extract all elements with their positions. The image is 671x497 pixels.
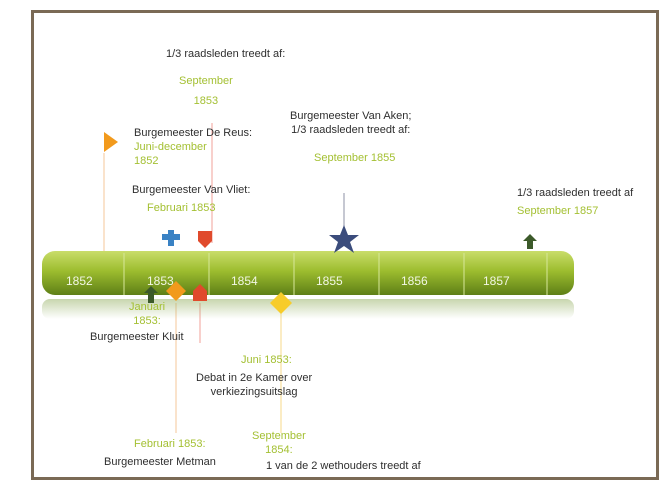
- orange-diamond-icon: [166, 281, 186, 301]
- navy-star-icon: [329, 225, 359, 253]
- event-title: Burgemeester Metman: [104, 456, 216, 468]
- event-title: Debat in 2e Kamer over verkiezingsuitsla…: [196, 372, 313, 398]
- event-title: 1 van de 2 wethouders treedt af: [266, 460, 421, 472]
- blue-cross-icon: [162, 230, 180, 246]
- year-label: 1857: [483, 274, 510, 288]
- event-date: September 1853: [179, 75, 233, 107]
- red-tag-icon: [193, 284, 207, 301]
- red-tag-icon: [198, 231, 212, 248]
- event-title: Burgemeester Van Vliet:: [132, 184, 251, 196]
- event-date: Juni-december 1852: [134, 141, 207, 167]
- yellow-diamond-icon: [270, 292, 292, 314]
- event-date: Juni 1853:: [241, 354, 292, 366]
- orange-flag-icon: [104, 132, 118, 152]
- green-arrow-up-icon: [144, 286, 158, 303]
- event-title: Burgemeester Van Aken; 1/3 raadsleden tr…: [290, 110, 412, 136]
- timeline-graphic: [42, 123, 574, 433]
- event-title: 1/3 raadsleden treedt af: [517, 187, 634, 199]
- timeline-frame: 1852 1853 1854 1855 1856 1857 1/3 raadsl…: [31, 10, 659, 480]
- year-label: 1853: [147, 274, 174, 288]
- timeline-bar-shadow: [42, 299, 574, 319]
- green-arrow-up-icon: [523, 234, 537, 249]
- event-title: 1/3 raadsleden treedt af:: [166, 48, 286, 60]
- year-label: 1855: [316, 274, 343, 288]
- year-label: 1856: [401, 274, 428, 288]
- event-date: Februari 1853: [147, 202, 216, 214]
- event-date: September 1857: [517, 205, 599, 217]
- event-date: Februari 1853:: [134, 438, 206, 450]
- event-title: Burgemeester Kluit: [90, 331, 184, 343]
- event-date: September 1854:: [252, 430, 306, 456]
- year-label: 1852: [66, 274, 93, 288]
- timeline-bar: [42, 251, 574, 295]
- event-date: Januari 1853:: [129, 301, 166, 327]
- year-label: 1854: [231, 274, 258, 288]
- event-date: September 1855: [314, 152, 396, 164]
- event-title: Burgemeester De Reus:: [134, 127, 252, 139]
